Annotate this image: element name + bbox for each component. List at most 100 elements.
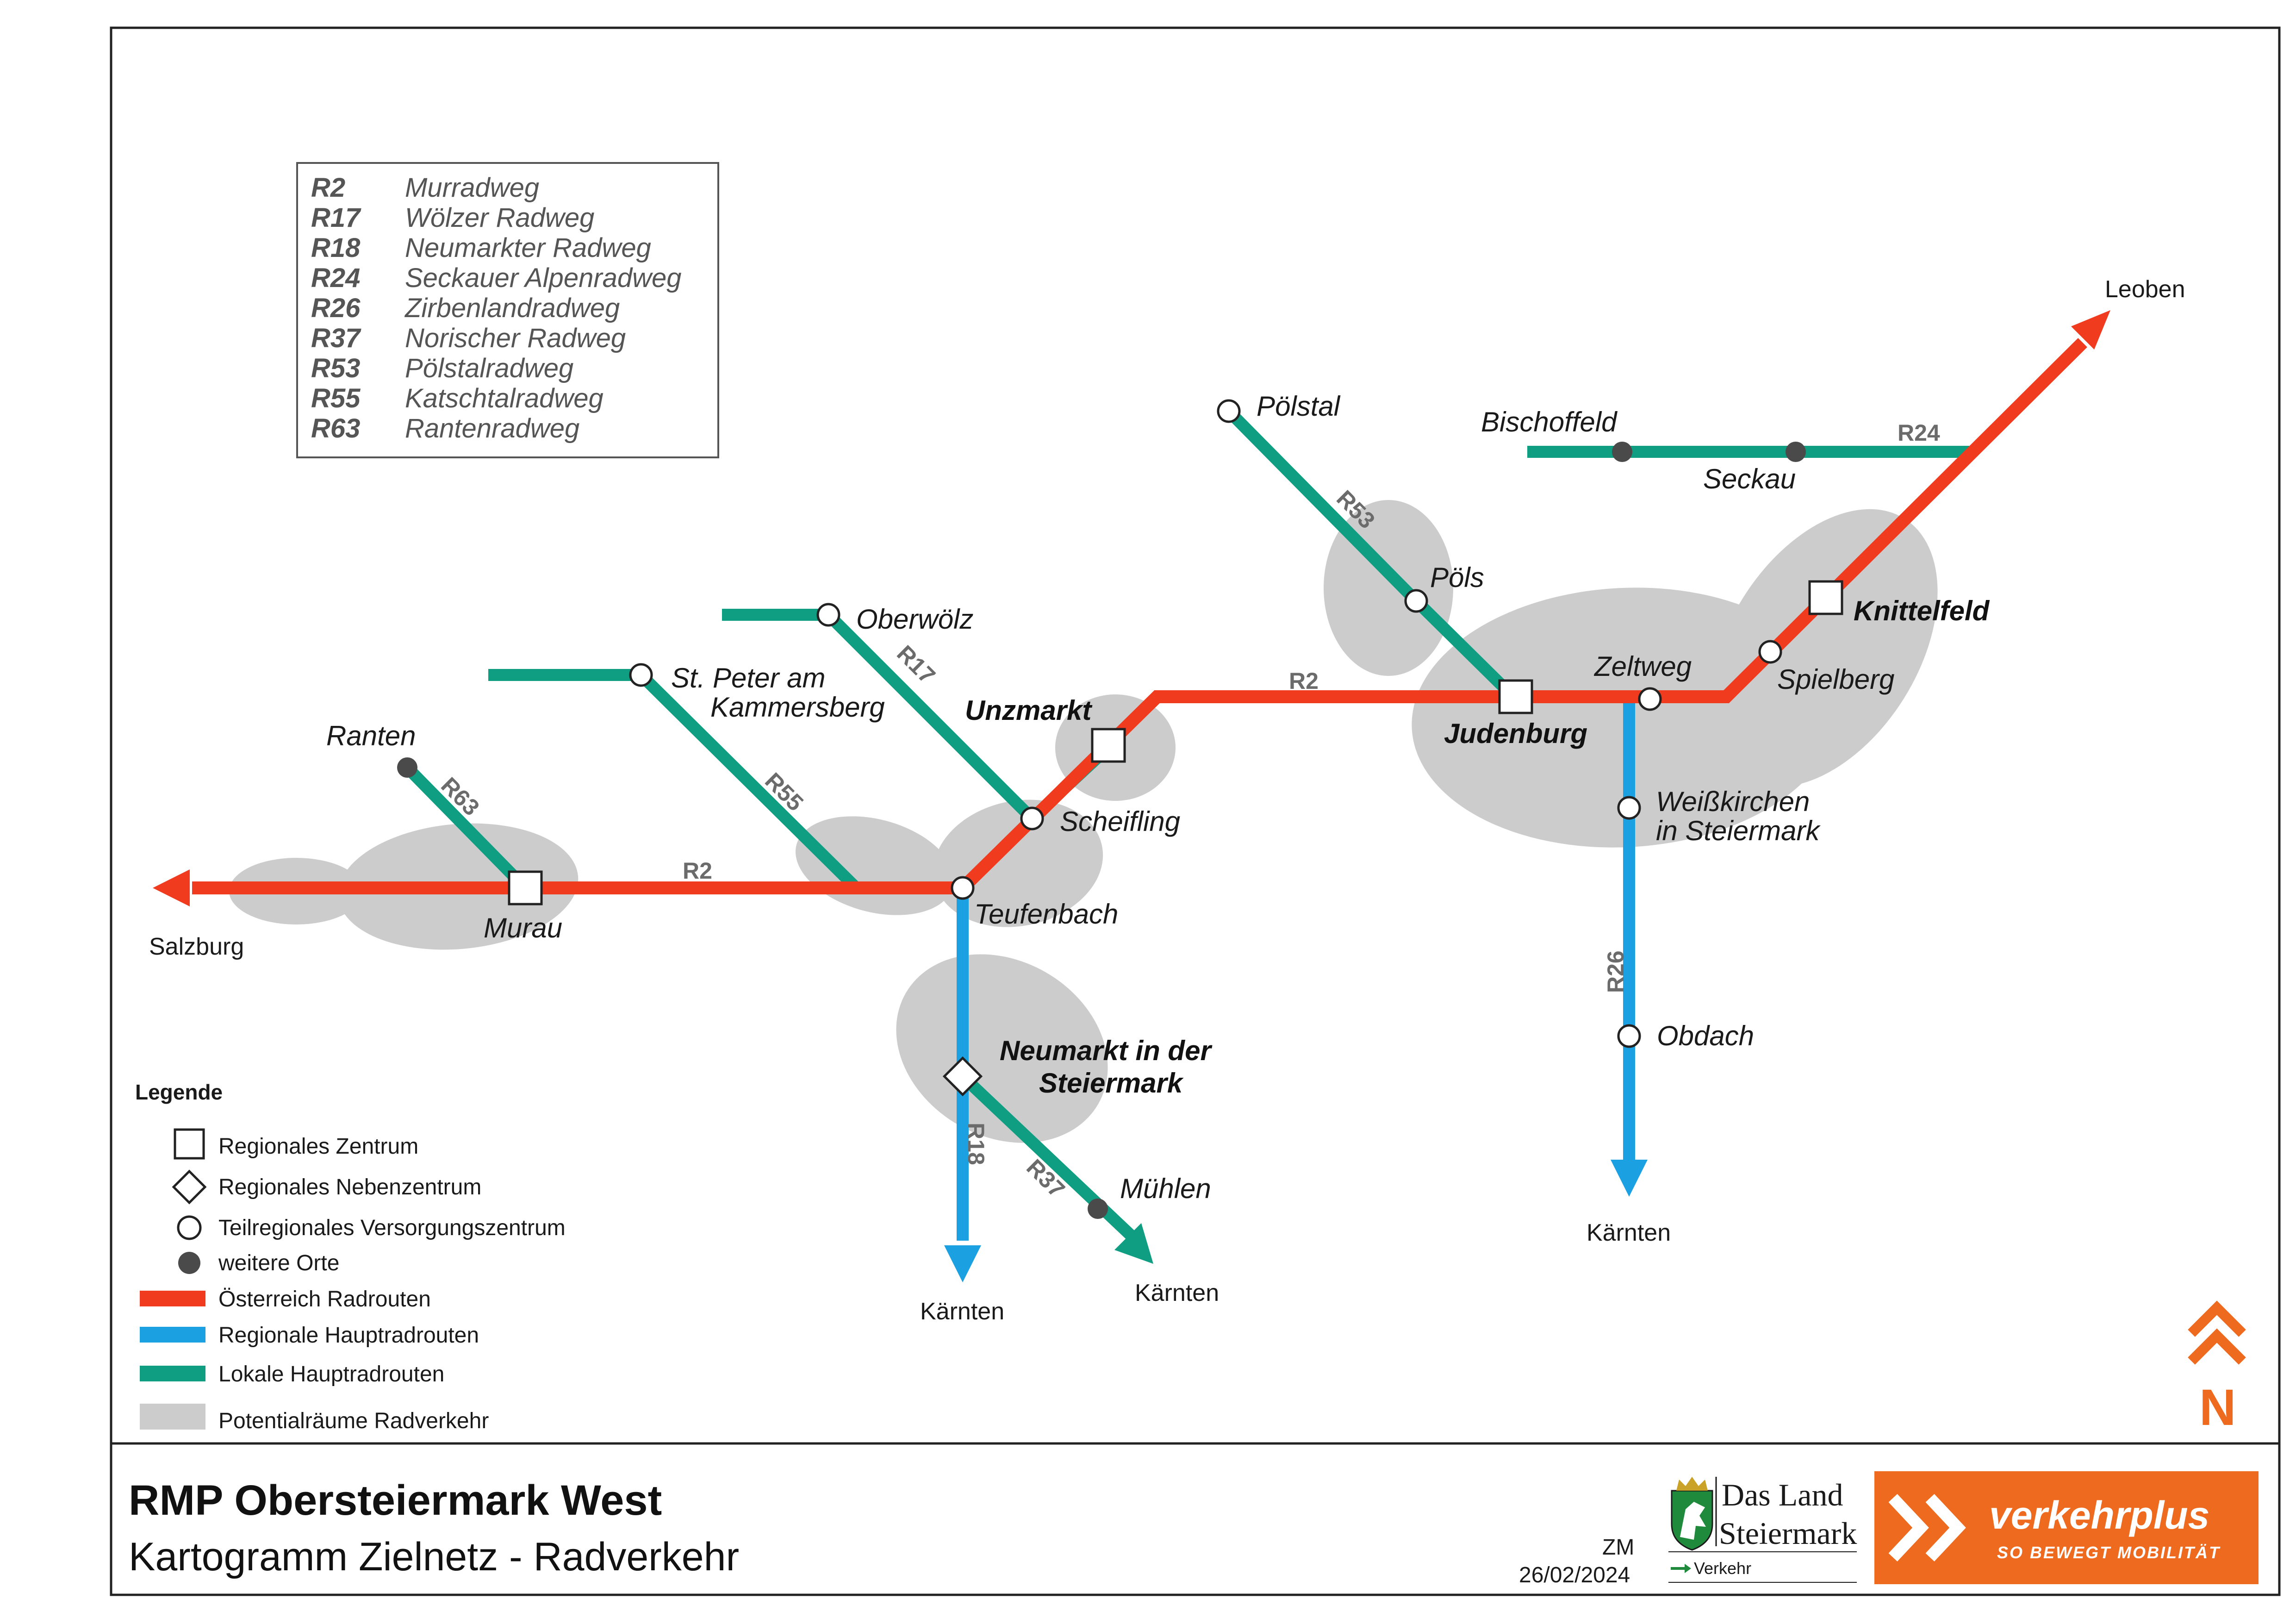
label-neumarkt-2: Steiermark <box>1039 1068 1184 1099</box>
label-obdach: Obdach <box>1657 1020 1754 1051</box>
route-key-name-7: Pölstalradweg <box>405 353 573 383</box>
node-oberwoelz <box>816 603 840 627</box>
verkehrplus-name: verkehrplus <box>1989 1493 2209 1537</box>
route-key-box <box>296 162 719 458</box>
label-judenburg: Judenburg <box>1444 718 1587 749</box>
route-key-code-2: R17 <box>311 203 361 233</box>
legend-line-local-icon <box>140 1366 205 1381</box>
legend-label-5: Österreich Radrouten <box>218 1287 431 1312</box>
arrow-r2-leoben <box>2071 310 2110 350</box>
node-poelstal <box>1217 399 1241 423</box>
label-scheifling: Scheifling <box>1060 806 1180 837</box>
land-logo-line2: Steiermark <box>1719 1516 1857 1551</box>
node-st-peter <box>629 663 653 687</box>
label-oberwoelz: Oberwölz <box>856 604 973 635</box>
label-teufenbach: Teufenbach <box>974 899 1118 930</box>
node-poels <box>1404 589 1428 613</box>
dest-leoben: Leoben <box>2105 276 2185 303</box>
route-key-code-8: R55 <box>311 383 361 413</box>
legend-label-2: Regionales Nebenzentrum <box>218 1175 481 1199</box>
legend-label-7: Lokale Hauptradrouten <box>218 1362 444 1387</box>
route-label-r37: R37 <box>1021 1154 1070 1202</box>
verkehrplus-logo: verkehrplus SO BEWEGT MOBILITÄT <box>1874 1471 2259 1584</box>
route-key-code-9: R63 <box>311 413 360 443</box>
arrow-r37-kaernten <box>1114 1223 1153 1264</box>
label-murau: Murau <box>484 912 562 943</box>
verkehrplus-slogan: SO BEWEGT MOBILITÄT <box>1997 1543 2221 1562</box>
node-judenburg <box>1498 679 1533 714</box>
north-label: N <box>2199 1379 2236 1436</box>
north-arrow-icon: N <box>2188 1300 2246 1436</box>
legend-diamond-icon <box>172 1169 207 1205</box>
route-key-name-3: Neumarkter Radweg <box>405 233 651 263</box>
label-weisskirchen-1: Weißkirchen <box>1656 786 1810 817</box>
route-label-r2-west: R2 <box>683 858 712 884</box>
route-key-code-7: R53 <box>311 353 360 383</box>
node-scheifling <box>1020 806 1044 831</box>
north-chevron-lower-icon <box>2188 1328 2246 1365</box>
route-label-r63: R63 <box>436 772 484 820</box>
legend-label-8: Potentialräume Radverkehr <box>218 1409 489 1433</box>
label-seckau: Seckau <box>1703 463 1796 494</box>
node-zeltweg <box>1638 687 1662 711</box>
legend-circle-open-icon <box>177 1215 202 1240</box>
styria-crown-icon <box>1676 1477 1708 1491</box>
label-zeltweg: Zeltweg <box>1593 651 1692 682</box>
verkehrplus-chevron-1-icon <box>1888 1494 1929 1562</box>
label-spielberg: Spielberg <box>1777 664 1895 695</box>
route-key-code-3: R18 <box>311 233 361 263</box>
node-ranten <box>397 757 417 778</box>
map-frame <box>110 26 2281 1596</box>
node-muehlen <box>1088 1199 1108 1219</box>
route-key: R2 Murradweg R17 Wölzer Radweg R18 Neuma… <box>296 162 719 458</box>
route-key-name-1: Murradweg <box>405 173 539 203</box>
arrow-r18-kaernten <box>944 1245 981 1282</box>
land-logo-dept: Verkehr <box>1694 1559 1751 1578</box>
label-poelstal: Pölstal <box>1257 391 1341 422</box>
place-labels: Murau Unzmarkt Judenburg Knittelfeld Neu… <box>326 391 1990 1204</box>
label-unzmarkt: Unzmarkt <box>965 695 1093 726</box>
legend-label-6: Regionale Hauptradrouten <box>218 1323 479 1348</box>
label-bischoffeld: Bischoffeld <box>1481 406 1618 437</box>
label-st-peter-2: Kammersberg <box>710 692 885 723</box>
arrow-right-head-icon <box>1685 1564 1691 1573</box>
route-key-code-4: R24 <box>311 263 360 293</box>
map-subtitle: Kartogramm Zielnetz - Radverkehr <box>129 1535 739 1579</box>
label-st-peter-1: St. Peter am <box>671 662 825 693</box>
legend-label-3: Teilregionales Versorgungszentrum <box>218 1216 566 1240</box>
dest-kaernten-r18: Kärnten <box>920 1298 1004 1325</box>
label-muehlen: Mühlen <box>1120 1173 1211 1204</box>
node-weisskirchen <box>1617 796 1641 820</box>
route-key-name-5: Zirbenlandradweg <box>404 293 620 323</box>
verkehrplus-chevron-2-icon <box>1925 1494 1966 1562</box>
node-murau <box>508 870 543 906</box>
legend-circle-filled-icon <box>178 1252 200 1274</box>
label-ranten: Ranten <box>326 720 416 751</box>
legend-label-4: weitere Orte <box>218 1251 339 1275</box>
node-neumarkt <box>942 1056 983 1097</box>
destination-labels: Salzburg Leoben Kärnten Kärnten Kärnten <box>149 276 2185 1325</box>
legend-title: Legende <box>135 1080 223 1104</box>
legend-square-icon <box>174 1128 205 1160</box>
legend: Legende Regionales Zentrum Regionales Ne… <box>135 1080 566 1433</box>
node-teufenbach <box>951 876 975 900</box>
potential-area-knittelfeld <box>1709 509 1938 787</box>
north-chevron-upper-icon <box>2188 1300 2246 1337</box>
node-knittelfeld <box>1808 580 1843 615</box>
dest-kaernten-r37: Kärnten <box>1135 1280 1219 1306</box>
route-key-name-8: Katschtalradweg <box>405 383 604 413</box>
verkehrplus-logo-box <box>1874 1471 2259 1584</box>
nodes-regional-centres <box>508 580 1843 906</box>
route-key-code-6: R37 <box>311 323 361 353</box>
arrow-r26-kaernten <box>1611 1160 1648 1197</box>
land-logo-line1: Das Land <box>1722 1477 1843 1512</box>
route-key-code-1: R2 <box>311 173 345 203</box>
map-title: RMP Obersteiermark West <box>129 1477 662 1524</box>
route-label-r18: R18 <box>963 1123 989 1165</box>
dest-kaernten-r26: Kärnten <box>1587 1219 1671 1246</box>
route-key-code-5: R26 <box>311 293 361 323</box>
potential-area-teufenbach <box>933 800 1103 927</box>
route-key-name-6: Norischer Radweg <box>405 323 626 353</box>
styria-panther-icon <box>1680 1502 1706 1540</box>
